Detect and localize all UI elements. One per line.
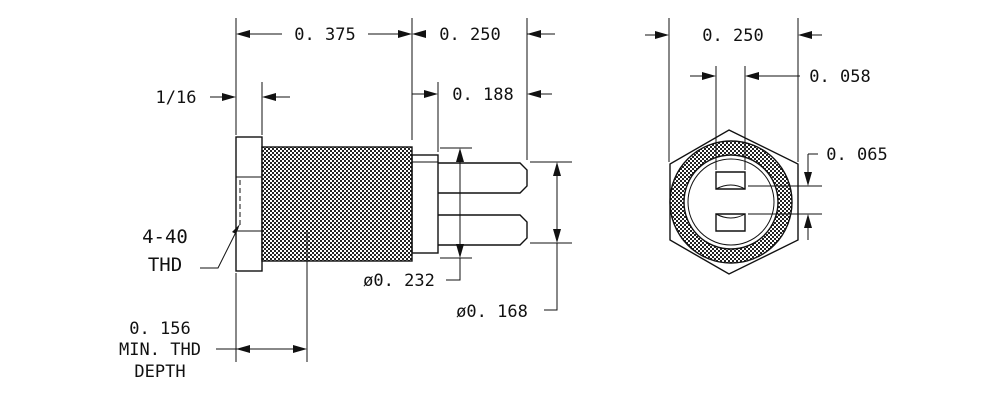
pin-upper	[438, 162, 528, 194]
dimension-pin-span: ø0. 232	[363, 147, 472, 291]
dimension-slot-gap: 0. 058	[690, 66, 871, 170]
dim-slot-gap-label: 0. 058	[809, 67, 870, 87]
dim-end-width-label: 0. 250	[702, 26, 763, 46]
dim-pin-setback-label: 0. 188	[452, 85, 513, 105]
depth-label-line3: DEPTH	[134, 362, 185, 382]
dimension-flange: 1/16	[156, 82, 290, 135]
depth-label-line2: MIN. THD	[119, 340, 201, 360]
hex-outline	[669, 129, 799, 275]
dimension-pin-diameter: ø0. 168	[456, 161, 572, 322]
dim-overall-body-label: 0. 375	[294, 25, 355, 45]
dim-slot-height-label: 0. 065	[826, 145, 887, 165]
end-view: 0. 250 0. 058 0. 065	[645, 18, 888, 275]
side-view: 0. 375 0. 250 1/16 0. 188	[119, 18, 572, 382]
dimension-pin-setback: 0. 188	[412, 82, 552, 152]
dim-flange-label: 1/16	[156, 88, 197, 108]
slot-lower	[715, 213, 746, 232]
depth-label-line1: 0. 156	[129, 319, 190, 339]
collar	[411, 154, 439, 254]
dim-pin-span-label: ø0. 232	[363, 271, 435, 291]
pin-lower	[438, 214, 528, 246]
dim-pin-diameter-label: ø0. 168	[456, 302, 528, 322]
thread-label-line1: 4-40	[142, 226, 188, 248]
thread-label-line2: THD	[148, 254, 182, 276]
knurled-body	[261, 146, 413, 262]
dimension-end-width: 0. 250	[645, 18, 822, 162]
dim-pin-length-label: 0. 250	[439, 25, 500, 45]
dimension-pin-length: 0. 250	[412, 18, 555, 160]
dimension-overall-body: 0. 375	[235, 18, 413, 140]
dimension-slot-height: 0. 065	[748, 145, 888, 240]
dimension-thread-depth	[216, 230, 308, 362]
inner-bore	[683, 154, 779, 250]
thread-leader	[200, 227, 239, 269]
